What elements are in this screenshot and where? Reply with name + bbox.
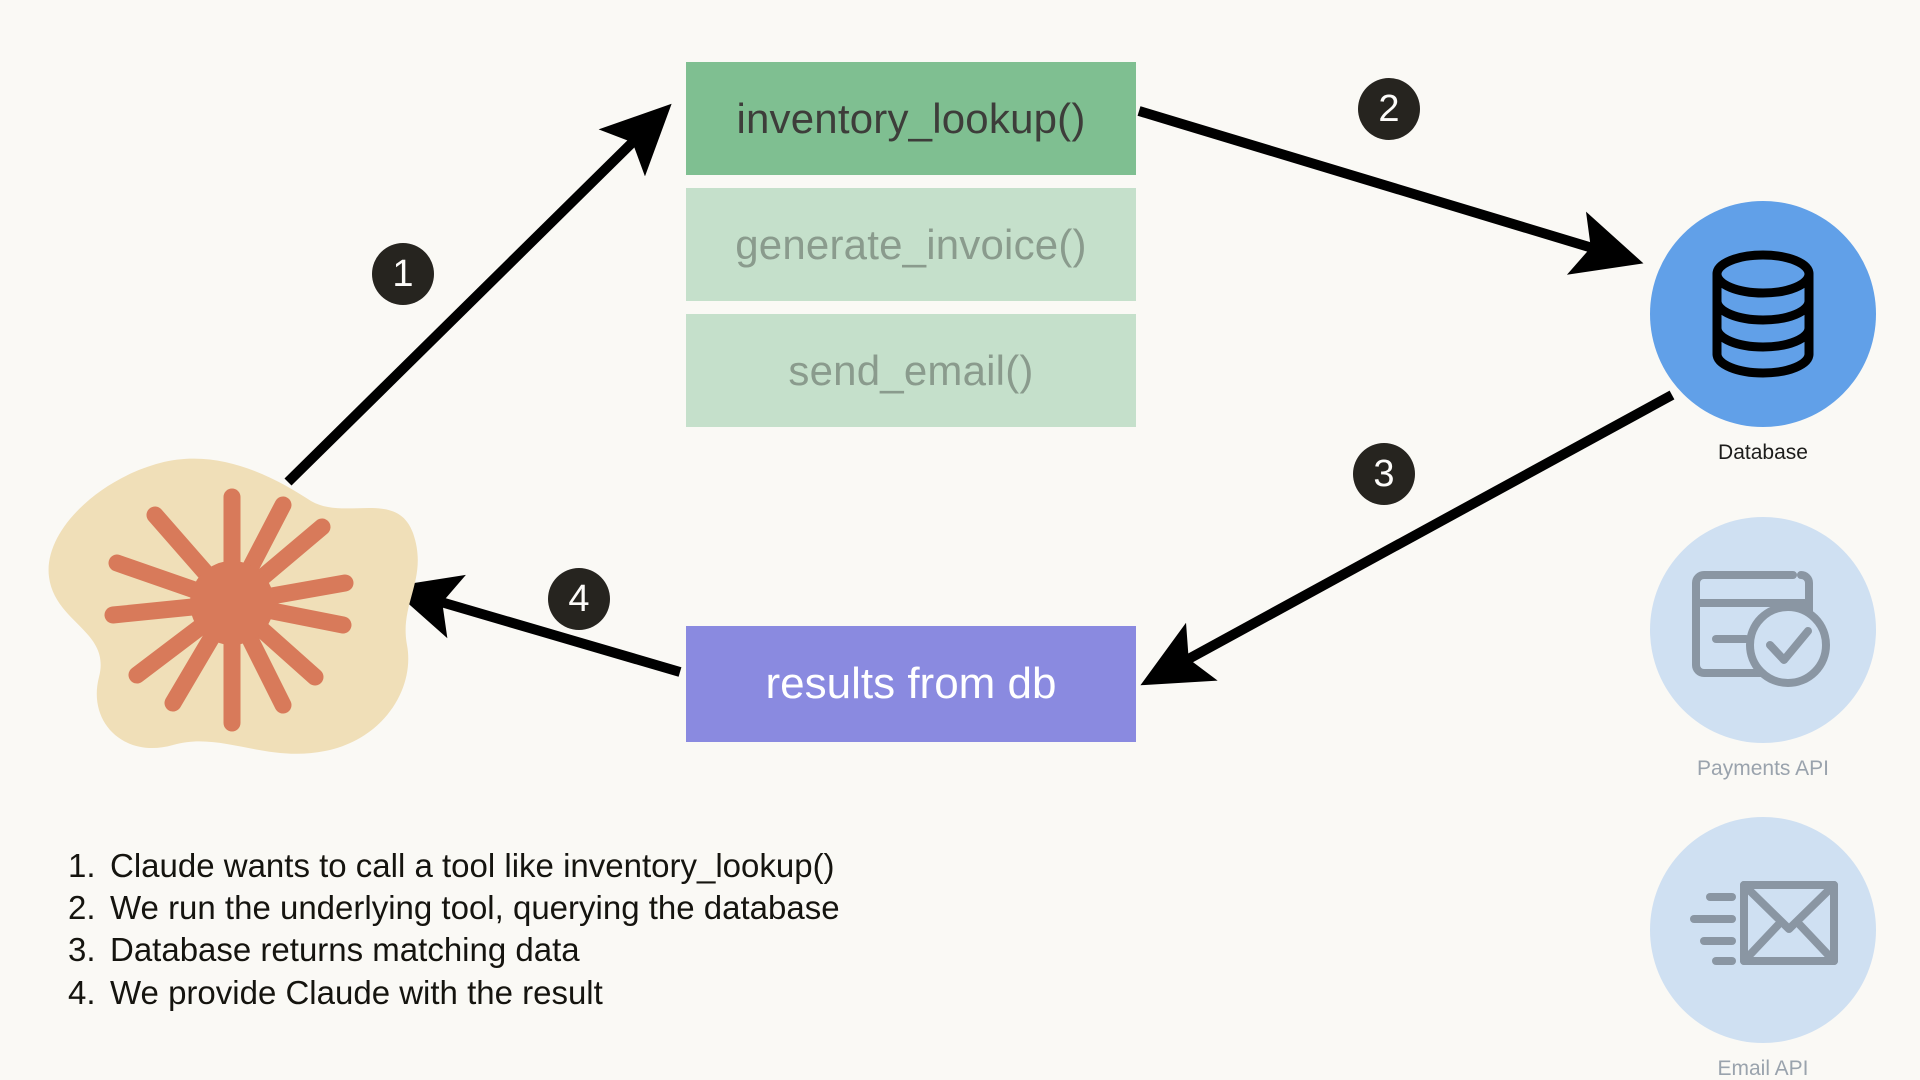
step-badge-4: 4 [548,568,610,630]
step-number: 2 [1378,88,1400,130]
arrow-step-1 [284,103,672,486]
step-badge-2: 2 [1358,78,1420,140]
service-label: Email API [1717,1057,1809,1080]
service-disc [1650,817,1876,1043]
legend-number: 3. [68,931,96,969]
tool-box-inventory-lookup[interactable]: inventory_lookup() [686,62,1136,175]
step-badge-1: 1 [372,243,434,305]
claude-node [45,455,420,765]
legend-item: 3. Database returns matching data [68,929,1168,971]
results-box[interactable]: results from db [686,626,1136,742]
legend-number: 2. [68,889,96,927]
service-node-payments-api[interactable]: Payments API [1650,517,1876,781]
claude-burst-icon [48,458,418,754]
service-node-email-api[interactable]: Email API [1650,817,1876,1080]
tool-box-send-email[interactable]: send_email() [686,314,1136,427]
legend-text: Claude wants to call a tool like invento… [110,847,835,884]
arrow-step-3 [1140,390,1675,686]
legend-text: We run the underlying tool, querying the… [110,889,840,927]
credit-card-check-icon [1692,571,1830,687]
legend-item: 2. We run the underlying tool, querying … [68,887,1168,929]
legend-text: Database returns matching data [110,931,580,969]
legend-number: 4. [68,973,96,1011]
legend-item: 4. We provide Claude with the result [68,972,1168,1014]
legend-text: We provide Claude with the result [110,973,603,1011]
service-node-database[interactable]: Database [1650,201,1876,465]
tool-label: generate_invoice() [735,220,1087,268]
step-number: 3 [1373,453,1395,495]
legend-number: 1. [68,847,96,884]
database-icon [1712,250,1814,378]
step-number: 4 [568,578,590,620]
service-label: Payments API [1697,757,1829,780]
legend-item: 1. Claude wants to call a tool like inve… [68,845,1168,887]
legend-list: 1. Claude wants to call a tool like inve… [68,845,1168,1014]
results-label: results from db [765,659,1057,708]
step-badge-3: 3 [1353,443,1415,505]
tool-box-generate-invoice[interactable]: generate_invoice() [686,188,1136,301]
step-number: 1 [392,253,414,295]
service-disc [1650,201,1876,427]
tool-label: inventory_lookup() [736,94,1086,142]
service-disc [1650,517,1876,743]
tool-label: send_email() [788,346,1034,394]
envelope-speed-icon [1690,881,1838,965]
service-label: Database [1718,441,1808,464]
